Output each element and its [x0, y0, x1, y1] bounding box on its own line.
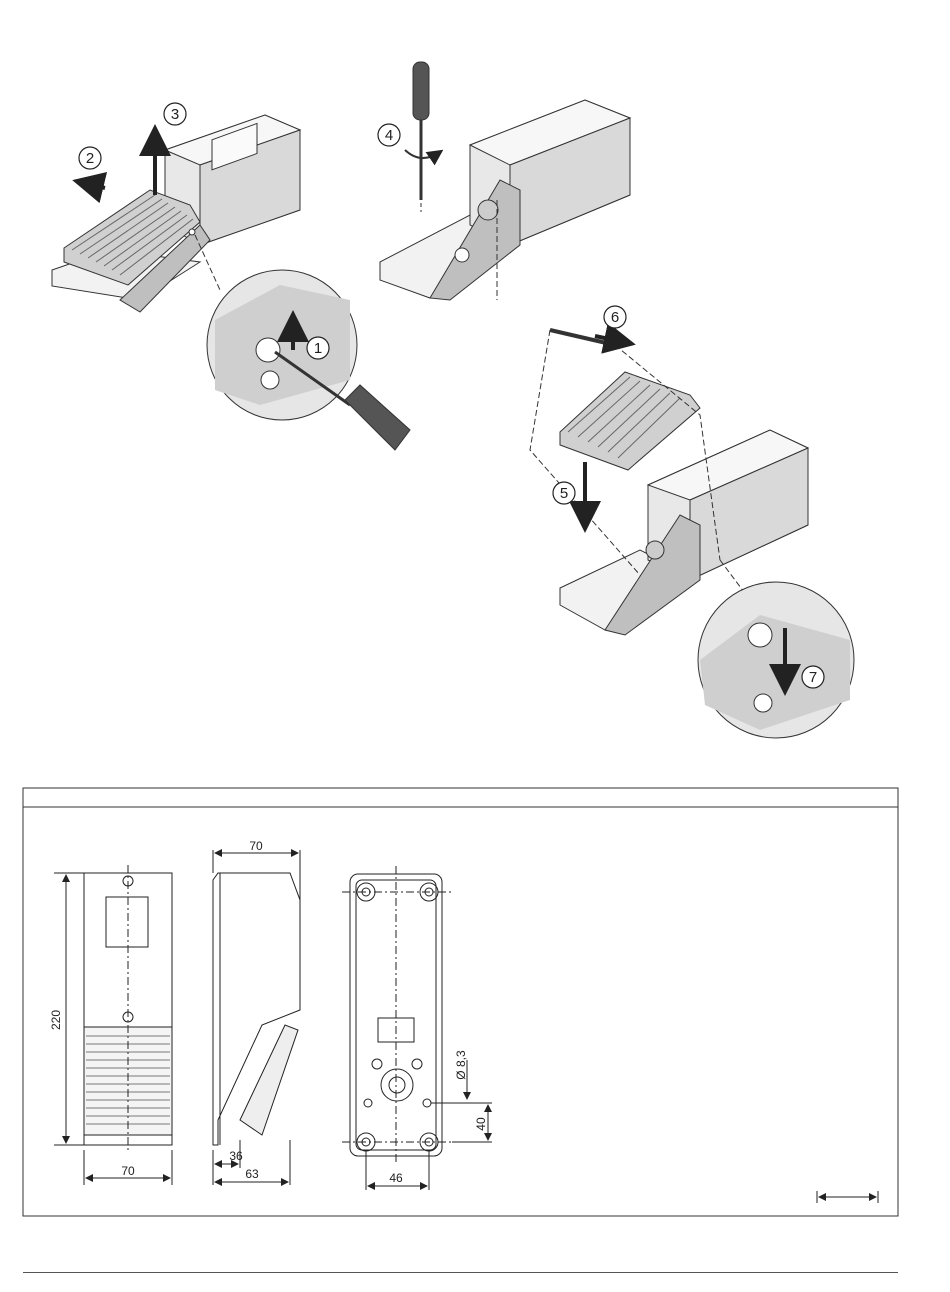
- bottom-width-dimension: 46: [389, 1171, 403, 1185]
- front-width-dimension: 70: [121, 1164, 135, 1178]
- hole-diameter-dimension: Ø 8,3: [454, 1050, 468, 1080]
- pedal-removal-view: [52, 115, 410, 450]
- side-b-dimension: 63: [245, 1167, 259, 1181]
- side-a-dimension: 36: [229, 1149, 243, 1163]
- step-3-label: 3: [171, 106, 179, 123]
- scale-indicator: [817, 1191, 878, 1203]
- step-7-label: 7: [809, 669, 817, 686]
- step-6-label: 6: [611, 309, 619, 326]
- screw-view: [380, 62, 630, 300]
- step-2-label: 2: [86, 150, 94, 167]
- front-view-drawing: [54, 865, 172, 1185]
- bottom-height-dimension: 40: [474, 1117, 488, 1131]
- step-4-label: 4: [385, 127, 393, 144]
- side-top-dimension: 70: [249, 839, 263, 853]
- step-5-label: 5: [560, 485, 568, 502]
- side-view-drawing: [213, 850, 300, 1185]
- footer-rule: [23, 1272, 898, 1273]
- bottom-view-drawing: [342, 866, 492, 1190]
- front-height-dimension: 220: [49, 1010, 63, 1030]
- step-1-label: 1: [314, 340, 322, 357]
